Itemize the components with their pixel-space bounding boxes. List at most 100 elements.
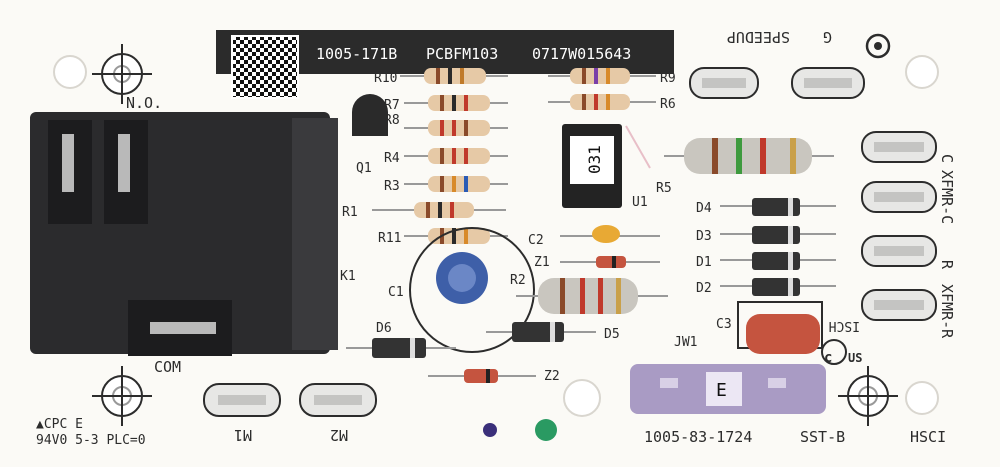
- resistor-r3: [404, 176, 508, 192]
- resistor-r6: [548, 94, 656, 110]
- target-hole-top-left: [92, 44, 152, 104]
- label-jw1: JW1: [674, 335, 697, 350]
- label-speedup: SPEEDUP: [727, 28, 790, 46]
- relay-blade-right: [118, 134, 130, 192]
- resistor-r11: [404, 228, 508, 244]
- ink-dot-green: [535, 419, 557, 441]
- bottom-part-number: 1005-83-1724: [644, 428, 752, 446]
- resistor-r5: [664, 138, 834, 174]
- resistor-r1: [372, 202, 506, 218]
- label-com: COM: [154, 358, 181, 376]
- ul-mark: c US: [821, 339, 862, 366]
- mounting-hole: [53, 55, 87, 89]
- label-q1: Q1: [356, 161, 372, 176]
- terminal-xfmr-c: [861, 181, 937, 213]
- terminal-r: [861, 235, 937, 267]
- label-r6: R6: [660, 97, 676, 112]
- transistor-q1: [352, 94, 388, 136]
- label-r: R: [938, 260, 956, 270]
- resistor-r9: [548, 68, 656, 84]
- capacitor-c1: [409, 227, 535, 353]
- label-d1: D1: [696, 255, 712, 270]
- label-r2: R2: [510, 273, 526, 288]
- label-c1: C1: [388, 285, 404, 300]
- header-label: 1005-171B PCBFM103 0717W015643: [216, 30, 674, 99]
- terminal-m1: [203, 383, 281, 417]
- datamatrix-code: [231, 35, 299, 99]
- label-r5: R5: [656, 181, 672, 196]
- terminal-xfmr-r: [861, 289, 937, 321]
- target-hole-bottom-left: [92, 366, 152, 426]
- label-g: G: [823, 28, 832, 46]
- resistor-r10: [400, 68, 508, 84]
- header-part-number: 1005-171B: [316, 45, 397, 63]
- label-r3: R3: [384, 179, 400, 194]
- cond-code: ISCH: [829, 318, 860, 333]
- diode-d3: [720, 226, 836, 244]
- mounting-hole: [563, 379, 601, 417]
- diode-d2: [720, 278, 836, 296]
- label-r4: R4: [384, 151, 400, 166]
- pen-mark: [625, 125, 651, 169]
- mounting-hole: [905, 55, 939, 89]
- label-m1: M1: [234, 426, 252, 444]
- ul-us: US: [848, 351, 862, 365]
- resistor-r8: [404, 120, 508, 136]
- terminals-bottom: [203, 383, 377, 417]
- resistor-r2: [516, 278, 668, 314]
- capacitor-c2: [560, 225, 660, 243]
- label-k1: K1: [340, 269, 356, 284]
- label-xfmr-r: XFMR-R: [938, 284, 956, 339]
- diode-d6: [346, 338, 456, 358]
- label-c3: C3: [716, 317, 732, 332]
- label-c2: C2: [528, 233, 544, 248]
- label-d4: D4: [696, 201, 712, 216]
- hsci-marking: HSCI: [910, 428, 946, 446]
- label-r9: R9: [660, 71, 676, 86]
- jumper-letter: E: [716, 380, 727, 401]
- header-serial: 0717W015643: [532, 45, 631, 63]
- label-r1: R1: [342, 205, 358, 220]
- resistor-column-left: R10 R7 R8 R4 R3 R1 R11: [342, 68, 508, 246]
- header-model: PCBFM103: [426, 45, 498, 63]
- zener-z2: [428, 369, 536, 383]
- zener-z1: [560, 256, 660, 268]
- label-d3: D3: [696, 229, 712, 244]
- relay-com-blade: [150, 322, 216, 334]
- terminal-g: [791, 67, 865, 99]
- label-r11: R11: [378, 231, 401, 246]
- jumper-jw1: E: [630, 364, 826, 414]
- label-m2: M2: [330, 426, 348, 444]
- relay-blade-left: [62, 134, 74, 192]
- resistor-r4: [404, 148, 508, 164]
- bottom-variant: SST-B: [800, 428, 845, 446]
- resistor-r7: [404, 95, 508, 111]
- diode-d1: [720, 252, 836, 270]
- label-r10: R10: [374, 71, 397, 86]
- label-d5: D5: [604, 327, 620, 342]
- label-z1: Z1: [534, 255, 550, 270]
- label-r7: R7: [384, 98, 400, 113]
- mounting-holes: [53, 33, 939, 426]
- label-d6: D6: [376, 321, 392, 336]
- label-no: N.O.: [126, 94, 162, 112]
- label-u1: U1: [632, 195, 648, 210]
- label-xfmr-c: XFMR-C: [938, 170, 956, 224]
- chip-label: 031: [585, 145, 604, 174]
- label-d2: D2: [696, 281, 712, 296]
- terminal-m2: [299, 383, 377, 417]
- mounting-hole: [905, 381, 939, 415]
- cpc-marking: ▲CPC E: [36, 417, 83, 432]
- capacitor-c3: [737, 301, 823, 354]
- ul-c: c: [824, 350, 832, 366]
- ink-dot-blue: [483, 423, 497, 437]
- terminals-right: [689, 67, 937, 321]
- label-c: C: [938, 154, 956, 163]
- terminal-c: [861, 131, 937, 163]
- rating-marking: 94V0 5-3 PLC=0: [36, 433, 146, 448]
- target-hole-bottom-right: [838, 366, 898, 426]
- target-mark-top-right: [865, 33, 891, 59]
- relay-side: [292, 118, 338, 350]
